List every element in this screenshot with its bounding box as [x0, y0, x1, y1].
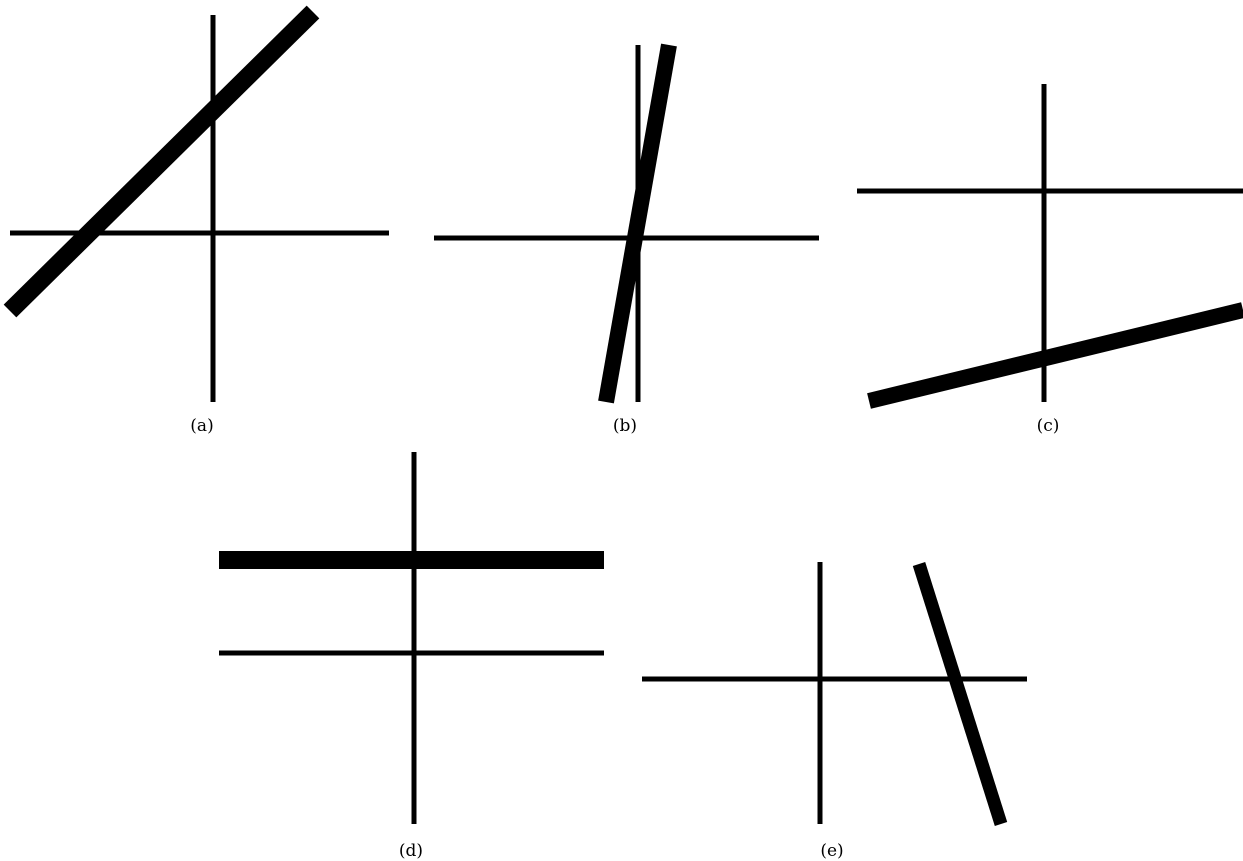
panel-c-label: (c) [1037, 416, 1060, 436]
panel-c: (c) [857, 84, 1243, 436]
panel-e-graph-line [912, 562, 1008, 826]
panel-b-graph-line [598, 43, 677, 404]
panel-d: (d) [219, 452, 604, 861]
panel-c-graph-line [867, 302, 1243, 409]
panel-a: (a) [3, 5, 389, 436]
panel-b: (b) [434, 43, 819, 436]
panel-a-label: (a) [190, 416, 213, 436]
panel-b-label: (b) [613, 416, 637, 436]
panel-e-label: (e) [820, 841, 843, 861]
panel-e: (e) [642, 562, 1027, 861]
panel-a-graph-line [3, 5, 320, 318]
panel-d-label: (d) [399, 841, 423, 861]
